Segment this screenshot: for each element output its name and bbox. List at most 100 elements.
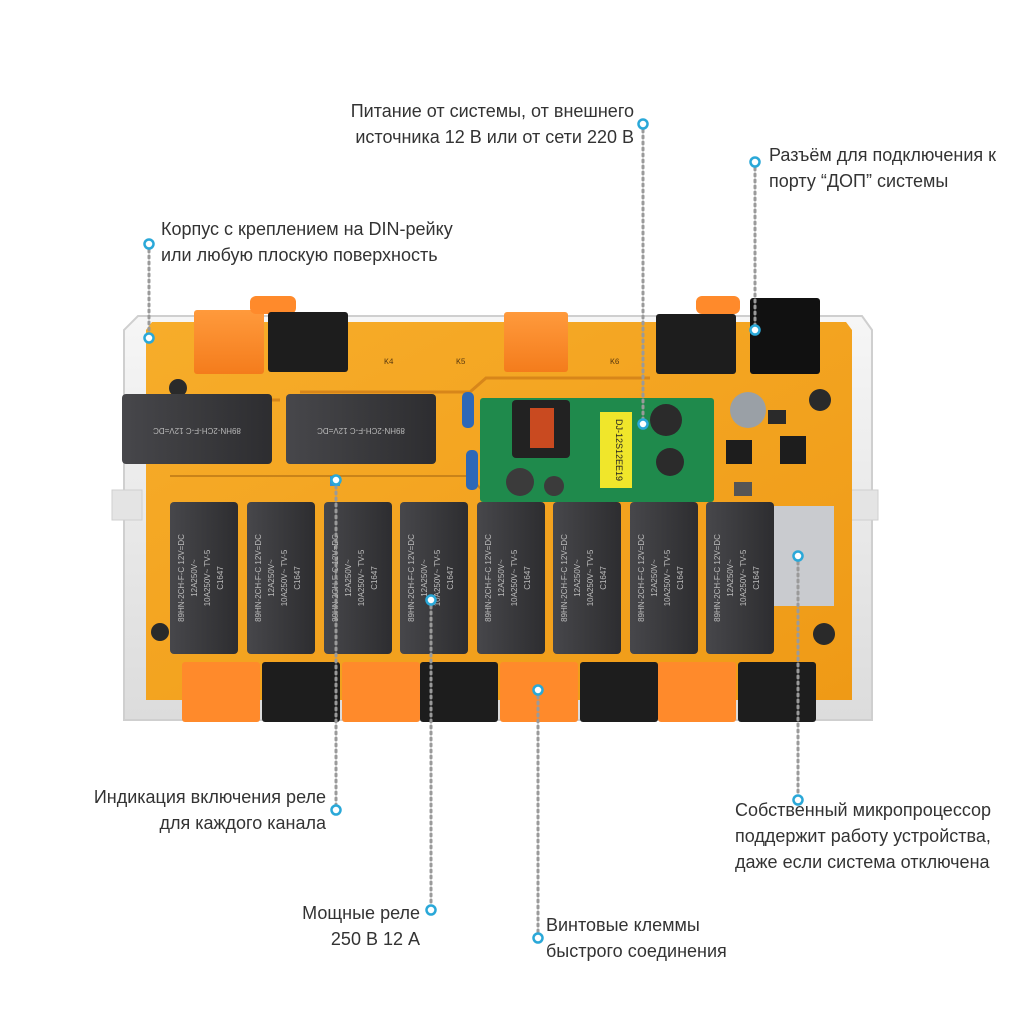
relay-text-line1: 89HN-2CH-F-C 12V=DC (177, 534, 186, 622)
relay-body (630, 502, 698, 654)
dot-power-top (637, 118, 649, 130)
relay-text-line2: 12A250V~ (650, 559, 659, 597)
dot-connector-bottom (749, 324, 761, 336)
relay-1: 89HN-2CH-F-C 12V=DC 12A250V~ 10A250V~ TV-5… (170, 502, 238, 654)
relay-text-line3: 10A250V~ TV-5 (586, 549, 595, 606)
dot-housing-bottom (143, 332, 155, 344)
callout-housing-line2: или любую плоскую поверхность (161, 245, 438, 265)
dot-power-bottom (637, 418, 649, 430)
terminal-block-2 (262, 662, 340, 722)
callout-housing-line1: Корпус с креплением на DIN-рейку (161, 219, 453, 239)
callout-indication: Индикация включения реле для каждого кан… (60, 784, 326, 836)
dot-indication-top (330, 474, 342, 486)
relay-6: 89HN-2CH-F-C 12V=DC 12A250V~ 10A250V~ TV-5… (553, 502, 621, 654)
relay-text-line1: 89HN-2CH-F-C 12V=DC (254, 534, 263, 622)
callout-power-line2: источника 12 В или от сети 220 В (355, 127, 634, 147)
relay-text-line2: 12A250V~ (573, 559, 582, 597)
relay-text-line1: 89HN-2CH-F-C 12V=DC (713, 534, 722, 622)
callout-relays-line1: Мощные реле (302, 903, 420, 923)
relay-body (247, 502, 315, 654)
relay-text-line4: C1647 (446, 566, 455, 590)
relay-row: 89HN-2CH-F-C 12V=DC 12A250V~ 10A250V~ TV-5… (170, 502, 774, 654)
callout-indication-line1: Индикация включения реле (93, 787, 326, 807)
bottom-terminals (182, 662, 816, 722)
power-supply-module: DJ-12S12EE19 (462, 392, 714, 502)
dot-connector-top (749, 156, 761, 168)
callout-processor-line2: поддержит работу устройства, (735, 826, 991, 846)
silk-k6: K6 (610, 358, 620, 367)
relay-text-line2: 12A250V~ (267, 559, 276, 597)
relay-body (400, 502, 468, 654)
relay-text-line1: 89HN-2CH-F-C 12V=DC (407, 534, 416, 622)
relay-body (324, 502, 392, 654)
relay-text-line3: 10A250V~ TV-5 (280, 549, 289, 606)
relay-text-line3: 10A250V~ TV-5 (433, 549, 442, 606)
relay-upper-2 (286, 394, 436, 464)
relay-8: 89HN-2CH-F-C 12V=DC 12A250V~ 10A250V~ TV-5… (706, 502, 774, 654)
terminal-block-1 (182, 662, 260, 722)
relay-upper-2-text: 89HN-2CH-F-C 12V=DC (317, 426, 405, 435)
callout-connector-line1: Разъём для подключения к (769, 145, 997, 165)
callout-processor-line3: даже если система отключена (735, 852, 990, 872)
dot-terminals-bottom (532, 932, 544, 944)
callout-terminals: Винтовые клеммы быстрого соединения (546, 912, 727, 964)
relay-text-line2: 12A250V~ (344, 559, 353, 597)
callout-indication-line2: для каждого канала (159, 813, 326, 833)
callout-dots (143, 118, 804, 944)
leader-lines (147, 122, 800, 940)
dot-housing-top (143, 238, 155, 250)
dot-processor-bottom (792, 794, 804, 806)
relay-text-line4: C1647 (523, 566, 532, 590)
relay-text-line1: 89HN-2CH-F-C 12V=DC (484, 534, 493, 622)
relay-text-line3: 10A250V~ TV-5 (739, 549, 748, 606)
relay-text-line1: 89HN-2CH-F-C 12V=DC (637, 534, 646, 622)
terminal-block-4 (420, 662, 498, 722)
callout-terminals-line2: быстрого соединения (546, 941, 727, 961)
terminal-block-7 (658, 662, 736, 722)
terminal-block-3 (342, 662, 420, 722)
callout-relays-line2: 250 В 12 А (330, 929, 420, 949)
relay-text-line4: C1647 (599, 566, 608, 590)
relay-4: 89HN-2CH-F-C 12V=DC 12A250V~ 10A250V~ TV-5… (400, 502, 468, 654)
relay-text-line4: C1647 (370, 566, 379, 590)
upper-relays: 89HN-2CH-F-C 12V=DC 89HN-2CH-F-C 12V=DC (122, 394, 436, 464)
callout-connector: Разъём для подключения к порту “ДОП” сис… (769, 142, 996, 194)
relay-7: 89HN-2CH-F-C 12V=DC 12A250V~ 10A250V~ TV-5… (630, 502, 698, 654)
relay-body (553, 502, 621, 654)
relay-text-line4: C1647 (216, 566, 225, 590)
relay-body (477, 502, 545, 654)
callout-connector-line2: порту “ДОП” системы (769, 171, 949, 191)
relay-text-line2: 12A250V~ (190, 559, 199, 597)
callout-processor-line1: Собственный микропроцессор (735, 800, 992, 820)
dot-terminals-top (532, 684, 544, 696)
dot-relays-top (425, 594, 437, 606)
relay-body (170, 502, 238, 654)
terminal-block-6 (580, 662, 658, 722)
silkscreen-labels: K4 K5 K6 (384, 358, 620, 367)
relay-text-line3: 10A250V~ TV-5 (203, 549, 212, 606)
callout-housing: Корпус с креплением на DIN-рейку или люб… (161, 216, 453, 268)
relay-text-line4: C1647 (293, 566, 302, 590)
relay-body (706, 502, 774, 654)
relay-text-line3: 10A250V~ TV-5 (357, 549, 366, 606)
callout-relays: Мощные реле 250 В 12 А (260, 900, 420, 952)
transformer (600, 412, 632, 488)
relay-upper-1-text: 89HN-2CH-F-C 12V=DC (153, 426, 241, 435)
relay-text-line4: C1647 (752, 566, 761, 590)
dot-indication-bottom (330, 804, 342, 816)
callout-processor: Собственный микропроцессор поддержит раб… (735, 797, 991, 875)
relay-text-line3: 10A250V~ TV-5 (663, 549, 672, 606)
top-terminals (194, 296, 820, 374)
callout-terminals-line1: Винтовые клеммы (546, 915, 700, 935)
relay-text-line1: 89HN-2CH-F-C 12V=DC (560, 534, 569, 622)
callout-power: Питание от системы, от внешнего источник… (330, 98, 634, 150)
relay-text-line2: 12A250V~ (726, 559, 735, 597)
relay-text-line2: 12A250V~ (420, 559, 429, 597)
relay-2: 89HN-2CH-F-C 12V=DC 12A250V~ 10A250V~ TV-5… (247, 502, 315, 654)
relay-text-line2: 12A250V~ (497, 559, 506, 597)
psu-label: DJ-12S12EE19 (614, 419, 624, 481)
